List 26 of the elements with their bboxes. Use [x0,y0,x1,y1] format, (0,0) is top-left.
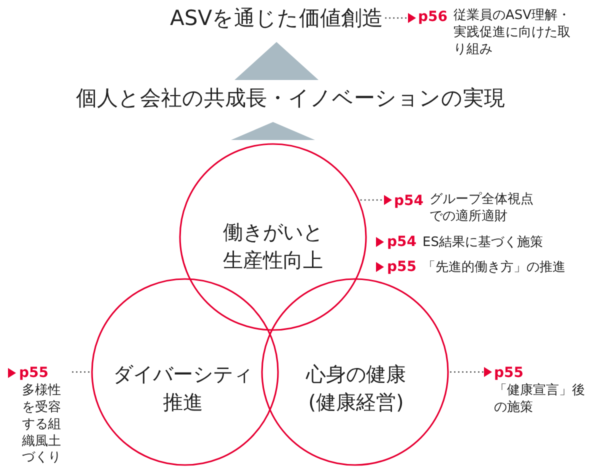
page-reference: p56 [418,9,448,25]
circle-label: 心身の健康(健康経営) [303,360,409,416]
up-arrow [234,42,319,80]
note-text: 「健康宣言」後の施策 [494,382,586,417]
page-reference: p54 [394,193,424,209]
leader-line [72,371,90,373]
heading-text: ASVを通じた価値創造 [170,4,384,32]
note-text: ES結果に基づく施策 [422,235,543,250]
leader-line [450,367,492,377]
note-text: グループ全体視点での適所適財 [430,192,535,226]
page-reference: p55 [19,365,49,381]
up-arrow [231,122,315,140]
venn-circle [91,278,279,466]
circle-label: 働きがいと生産性向上 [219,218,327,274]
page-reference: p55 [387,259,417,275]
note-text: 「先進的働き方」の推進 [422,260,566,275]
venn-circle [261,278,449,466]
circle-label: ダイバーシティ推進 [108,360,258,416]
page-reference: p55 [494,365,524,381]
page-reference: p54 [387,234,417,250]
venn-circle [179,143,367,331]
leader-line [385,13,416,23]
leader-line [360,195,392,205]
heading-text: 個人と会社の共成長・イノベーションの実現 [76,84,505,112]
note-text: 従業員のASV理解・実践促進に向けた取り組み [454,8,572,59]
note-text: 多様性を受容する組織風土づくり [22,382,62,468]
